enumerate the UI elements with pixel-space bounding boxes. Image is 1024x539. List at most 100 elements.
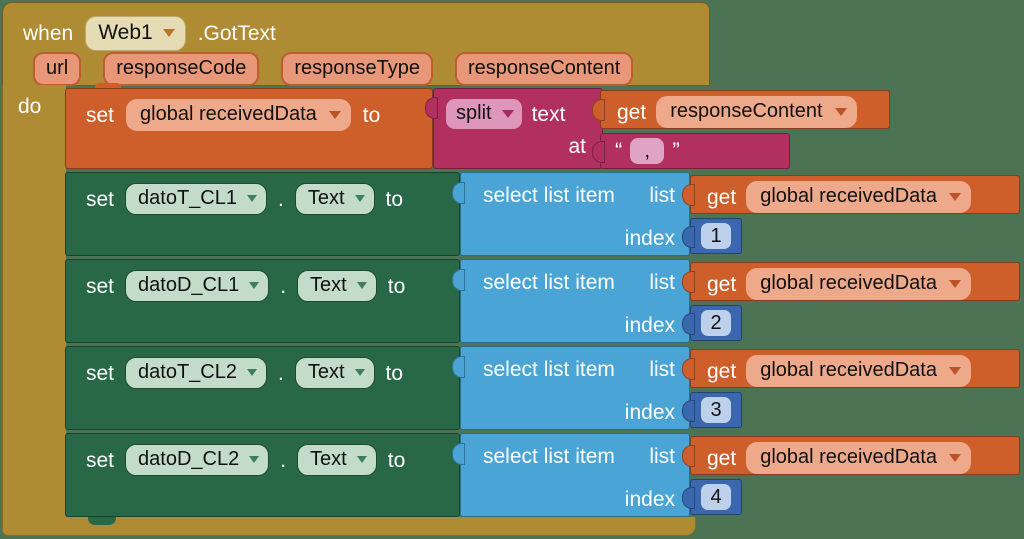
component-dropdown[interactable]: datoT_CL2 xyxy=(125,357,267,389)
dot-separator: . xyxy=(277,361,284,385)
set-property-block[interactable]: set datoT_CL1 . Text to xyxy=(65,172,460,256)
index-socket-label: index xyxy=(624,227,675,250)
set-keyword: set xyxy=(86,103,115,127)
param-responsecode[interactable]: responseCode xyxy=(103,52,260,86)
number-field[interactable]: 4 xyxy=(701,484,731,510)
get-keyword: get xyxy=(707,272,737,296)
property-dropdown[interactable]: Text xyxy=(294,183,375,215)
get-variable-dropdown[interactable]: global receivedData xyxy=(746,442,971,474)
component-dropdown[interactable]: datoD_CL2 xyxy=(125,444,270,476)
puzzle-connector-icon xyxy=(452,443,465,465)
get-variable-dropdown[interactable]: global receivedData xyxy=(746,268,971,300)
split-dropdown-label: split xyxy=(456,102,492,124)
set-keyword: set xyxy=(86,274,115,298)
dropdown-arrow-icon xyxy=(354,369,365,376)
dot-separator: . xyxy=(277,187,284,211)
separator-text-field[interactable]: , xyxy=(630,138,665,164)
block-stack-bump xyxy=(88,517,116,525)
get-variable-dropdown[interactable]: global receivedData xyxy=(746,355,971,387)
puzzle-connector-icon xyxy=(452,356,465,378)
puzzle-connector-icon xyxy=(682,184,695,206)
number-field[interactable]: 2 xyxy=(701,310,731,336)
component-dropdown-label: datoT_CL1 xyxy=(138,187,237,209)
puzzle-connector-icon xyxy=(425,97,438,119)
puzzle-connector-icon xyxy=(452,269,465,291)
component-dropdown-label: Web1 xyxy=(98,21,153,44)
property-dropdown-label: Text xyxy=(307,361,345,383)
property-dropdown[interactable]: Text xyxy=(297,444,377,476)
puzzle-connector-icon xyxy=(682,487,695,509)
select-list-item-block[interactable]: select list item list index xyxy=(452,259,690,343)
open-quote: “ xyxy=(615,138,623,164)
dropdown-arrow-icon xyxy=(246,369,257,376)
setter-row: set datoD_CL2 . Text to select list item… xyxy=(65,433,1024,518)
number-block[interactable]: 2 xyxy=(682,305,742,341)
component-dropdown-label: datoD_CL2 xyxy=(138,448,240,470)
to-keyword: to xyxy=(385,361,404,385)
dot-separator: . xyxy=(280,448,287,472)
setter-row: set datoT_CL2 . Text to select list item… xyxy=(65,346,1024,431)
property-dropdown-label: Text xyxy=(307,187,345,209)
to-keyword: to xyxy=(385,187,404,211)
param-responsetype[interactable]: responseType xyxy=(281,52,433,86)
dropdown-arrow-icon xyxy=(246,195,257,202)
select-list-item-block[interactable]: select list item list index xyxy=(452,172,690,256)
at-socket-label: at xyxy=(568,135,586,158)
property-dropdown[interactable]: Text xyxy=(297,270,377,302)
select-list-item-block[interactable]: select list item list index xyxy=(452,346,690,430)
set-property-block[interactable]: set datoT_CL2 . Text to xyxy=(65,346,460,430)
get-variable-dropdown-label: global receivedData xyxy=(760,272,937,294)
variable-dropdown[interactable]: global receivedData xyxy=(126,99,351,131)
param-url[interactable]: url xyxy=(33,52,82,86)
set-keyword: set xyxy=(86,361,115,385)
get-variable-block[interactable]: get global receivedData xyxy=(682,349,1020,388)
to-keyword: to xyxy=(387,274,406,298)
text-string-block[interactable]: “ , ” xyxy=(592,133,790,169)
get-variable-dropdown[interactable]: responseContent xyxy=(656,96,857,128)
puzzle-connector-icon xyxy=(452,182,465,204)
get-keyword: get xyxy=(707,446,737,470)
puzzle-connector-icon xyxy=(682,358,695,380)
get-variable-block[interactable]: get global receivedData xyxy=(682,262,1020,301)
puzzle-connector-icon xyxy=(592,99,605,121)
get-variable-block[interactable]: get global receivedData xyxy=(682,436,1020,475)
property-dropdown[interactable]: Text xyxy=(294,357,375,389)
get-responsecontent-block[interactable]: get responseContent xyxy=(592,90,890,129)
when-gottext-event-block[interactable]: when Web1 .GotText url responseCode resp… xyxy=(2,2,710,86)
index-socket-label: index xyxy=(624,314,675,337)
select-list-item-label: select list item xyxy=(483,358,615,381)
get-variable-dropdown[interactable]: global receivedData xyxy=(746,181,971,213)
list-socket-label: list xyxy=(649,184,675,207)
component-dropdown[interactable]: datoT_CL1 xyxy=(125,183,267,215)
number-field[interactable]: 1 xyxy=(701,223,731,249)
split-text-block[interactable]: split text at xyxy=(425,88,603,169)
select-list-item-label: select list item xyxy=(483,445,615,468)
select-list-item-block[interactable]: select list item list index xyxy=(452,433,690,517)
set-property-block[interactable]: set datoD_CL1 . Text to xyxy=(65,259,460,343)
get-variable-dropdown-label: global receivedData xyxy=(760,359,937,381)
to-keyword: to xyxy=(362,103,381,127)
set-global-receiveddata-block[interactable]: set global receivedData to xyxy=(65,88,433,169)
number-block[interactable]: 3 xyxy=(682,392,742,428)
set-property-block[interactable]: set datoD_CL2 . Text to xyxy=(65,433,460,517)
puzzle-connector-icon xyxy=(682,400,695,422)
number-field[interactable]: 3 xyxy=(701,397,731,423)
close-quote: ” xyxy=(672,138,680,164)
to-keyword: to xyxy=(387,448,406,472)
select-list-item-label: select list item xyxy=(483,271,615,294)
dropdown-arrow-icon xyxy=(354,195,365,202)
puzzle-connector-icon xyxy=(682,313,695,335)
number-block[interactable]: 1 xyxy=(682,218,742,254)
component-dropdown[interactable]: datoD_CL1 xyxy=(125,270,270,302)
when-block-bottom xyxy=(2,517,696,536)
split-dropdown[interactable]: split xyxy=(446,99,522,129)
dropdown-arrow-icon xyxy=(501,109,514,118)
puzzle-connector-icon xyxy=(682,445,695,467)
component-dropdown[interactable]: Web1 xyxy=(85,16,186,51)
text-socket-label: text xyxy=(531,102,566,126)
number-block[interactable]: 4 xyxy=(682,479,742,515)
dropdown-arrow-icon xyxy=(948,366,961,375)
property-dropdown-label: Text xyxy=(310,448,347,470)
param-responsecontent[interactable]: responseContent xyxy=(454,52,634,86)
get-variable-block[interactable]: get global receivedData xyxy=(682,175,1020,214)
